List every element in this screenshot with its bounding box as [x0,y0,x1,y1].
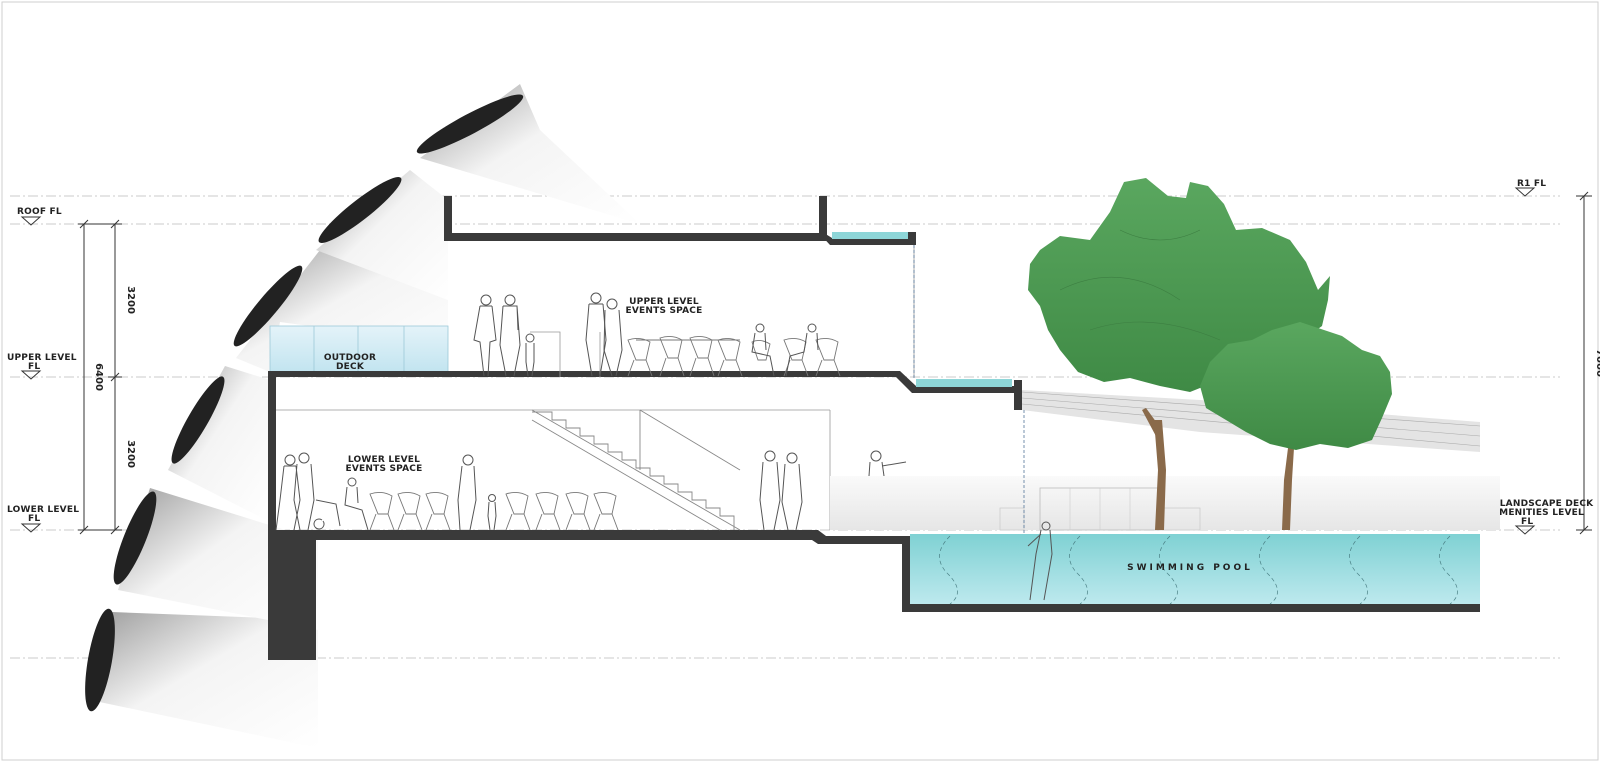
svg-text:LOWER LEVEL: LOWER LEVEL [348,455,420,465]
person-figure [473,294,497,377]
person-figure [781,452,803,531]
person-figure [751,323,775,377]
svg-text:UPPER LEVEL: UPPER LEVEL [629,297,699,307]
petal-cone [168,366,270,522]
petal-canopy [85,84,640,748]
svg-text:UPPER LEVEL: UPPER LEVEL [7,353,77,363]
upper-water-strip [916,379,1012,387]
dimension-lower-height: 3200 [125,440,136,468]
person-figure [457,454,477,531]
svg-text:EVENTS SPACE: EVENTS SPACE [346,464,423,474]
dimension-left [78,219,122,535]
petal-cone [416,84,640,224]
person-figure [585,292,607,377]
swimming-pool: SWIMMING POOL [910,521,1480,605]
svg-text:FL: FL [28,362,40,372]
stair [531,409,741,531]
person-figure [759,450,781,531]
upper-railing [530,331,601,377]
people-upper [473,292,819,377]
upper-furniture [627,335,841,377]
dimension-total-height: 6400 [93,363,104,391]
person-figure [293,452,315,531]
upper-events-label: UPPER LEVEL EVENTS SPACE [626,297,703,316]
petal-cone [85,608,318,748]
person-figure [603,298,623,377]
building-structure [268,196,1480,660]
roof-water-strip [832,232,908,239]
person-figure [525,333,535,377]
svg-text:SWIMMING POOL: SWIMMING POOL [1127,563,1253,573]
glass-edges [913,245,1025,540]
svg-text:ROOF FL: ROOF FL [17,207,62,217]
svg-text:FL: FL [28,514,40,524]
lower-events-label: LOWER LEVEL EVENTS SPACE [346,455,423,474]
level-marker-r1: R1 FL [1514,179,1546,197]
level-marker-upper: UPPER LEVEL FL [7,353,77,380]
petal-cone [316,170,448,300]
lower-furniture [369,491,619,531]
svg-text:OUTDOOR: OUTDOOR [324,353,376,363]
person-figure [313,499,341,530]
person-figure [275,454,301,531]
svg-text:AMENITIES LEVEL: AMENITIES LEVEL [1492,508,1584,518]
level-marker-lower: LOWER LEVEL FL [7,505,79,533]
level-marker-roof: ROOF FL [17,207,62,226]
outdoor-deck: OUTDOOR DECK [269,325,449,377]
dimension-upper-height: 3200 [125,286,136,314]
petal-cone [233,250,448,372]
svg-text:L6 LANDSCAPE DECK: L6 LANDSCAPE DECK [1484,499,1594,509]
swimmer-figure [1027,521,1053,601]
svg-text:R1 FL: R1 FL [1517,179,1546,189]
svg-text:DECK: DECK [336,362,365,372]
svg-text:LOWER LEVEL: LOWER LEVEL [7,505,79,515]
person-figure [785,323,819,377]
person-figure [487,494,497,531]
svg-text:FL: FL [1521,517,1533,527]
person-figure [499,294,521,377]
tree-large [1028,178,1330,530]
dimension-right [1576,191,1592,535]
tree-small [1200,322,1392,530]
person-figure [344,477,369,531]
svg-text:EVENTS SPACE: EVENTS SPACE [626,306,703,316]
level-marker-l6: L6 LANDSCAPE DECK AMENITIES LEVEL FL [1484,499,1594,535]
dimension-right-height: 7000 [1594,349,1600,377]
